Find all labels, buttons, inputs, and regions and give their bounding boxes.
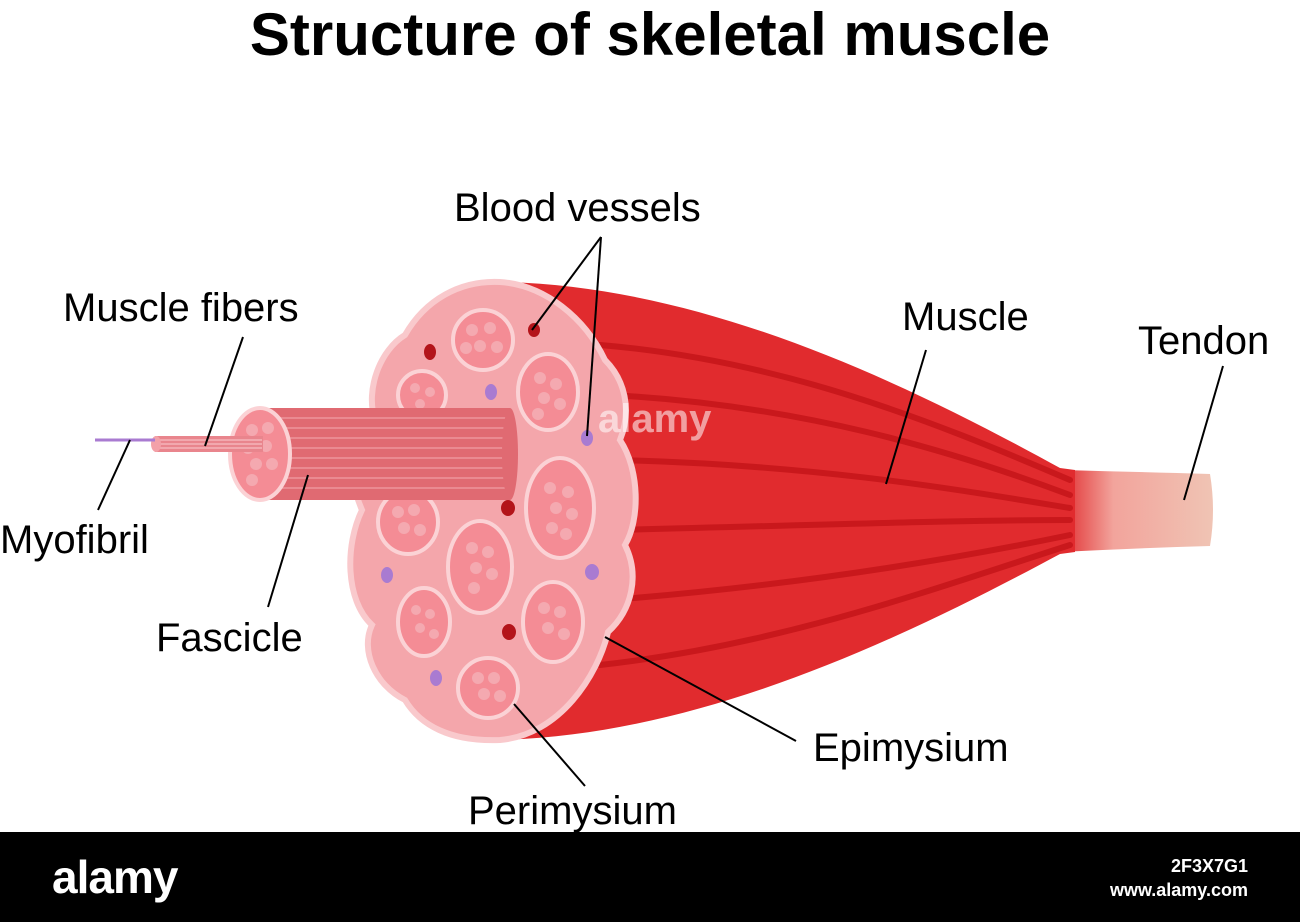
label-epimysium: Epimysium xyxy=(813,726,1009,770)
footer-image-info: 2F3X7G1 www.alamy.com xyxy=(1110,854,1248,902)
muscle-illustration: alamy xyxy=(95,236,1224,787)
footer-site: www.alamy.com xyxy=(1109,880,1248,900)
footer-bar: alamy 2F3X7G1 www.alamy.com xyxy=(0,832,1300,922)
footer-image-id: 2F3X7G1 xyxy=(1170,856,1248,876)
tendon-shape xyxy=(1060,470,1213,552)
watermark-marks: alamy xyxy=(598,397,712,441)
fascicle-stripes xyxy=(265,417,508,489)
label-tendon: Tendon xyxy=(1138,319,1270,363)
fascicle-end-dots xyxy=(242,422,278,486)
label-fascicle: Fascicle xyxy=(156,616,303,660)
label-blood-vessels: Blood vessels xyxy=(454,186,701,230)
svg-text:alamy: alamy xyxy=(598,397,712,441)
fascicles-cross-section xyxy=(376,308,596,720)
label-perimysium: Perimysium xyxy=(468,789,677,833)
fascicle-cylinder xyxy=(260,408,510,500)
label-muscle-fibers: Muscle fibers xyxy=(63,286,299,330)
footer-logo: alamy xyxy=(52,851,178,903)
nerve-dots xyxy=(381,384,599,686)
muscle-fiber-end xyxy=(151,436,161,452)
blood-vessel-dots xyxy=(424,323,540,640)
label-muscle: Muscle xyxy=(902,295,1029,339)
fascicle-end xyxy=(228,406,292,502)
muscle-fiber-dots xyxy=(392,322,578,702)
leader-lines xyxy=(97,236,1224,787)
label-myofibril: Myofibril xyxy=(0,518,149,562)
muscle-striations xyxy=(597,342,1073,668)
diagram-title: Structure of skeletal muscle xyxy=(249,1,1051,68)
